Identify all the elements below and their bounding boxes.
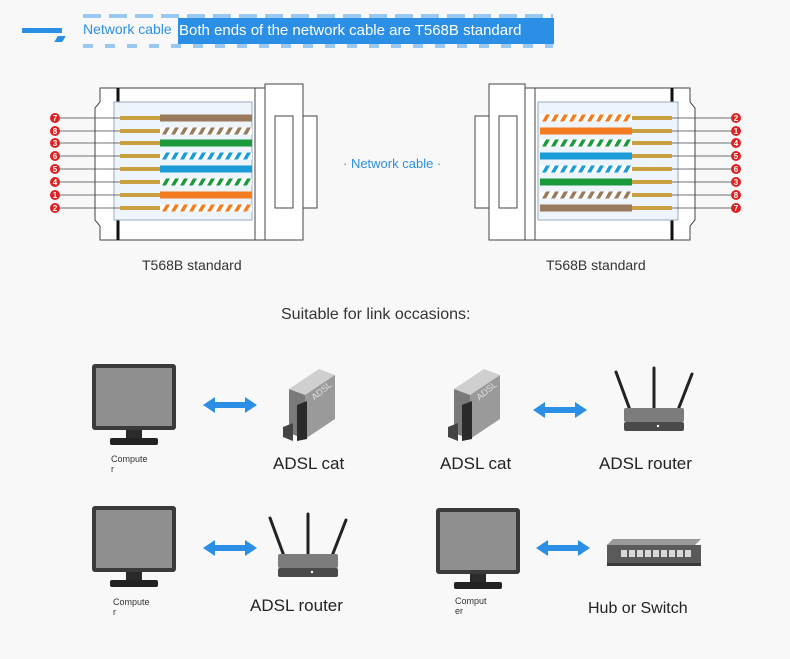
switch-port-7 bbox=[669, 550, 675, 557]
svg-text:6: 6 bbox=[734, 165, 739, 174]
switch-port-1 bbox=[621, 550, 627, 557]
svg-text:3: 3 bbox=[53, 139, 58, 148]
svg-text:4: 4 bbox=[53, 178, 58, 187]
svg-text:8: 8 bbox=[53, 127, 58, 136]
switch-port-5 bbox=[653, 550, 659, 557]
svg-text:4: 4 bbox=[734, 139, 739, 148]
header-label: Network cable bbox=[83, 21, 172, 37]
double-arrow-4 bbox=[536, 540, 590, 556]
switch-port-9 bbox=[685, 550, 691, 557]
double-arrow-2 bbox=[533, 402, 587, 418]
pin-label-right-4: 5 bbox=[731, 151, 741, 161]
wire-left-5 bbox=[60, 165, 252, 173]
pin-label-left-3: 3 bbox=[50, 138, 60, 148]
wire-right-2 bbox=[540, 127, 736, 135]
pin-label-right-2: 1 bbox=[731, 126, 741, 136]
header-accent-tick bbox=[54, 36, 66, 42]
svg-text:6: 6 bbox=[53, 152, 58, 161]
header-ghost-text-bottom bbox=[83, 44, 553, 48]
occasions-title: Suitable for link occasions: bbox=[281, 306, 471, 323]
svg-text:5: 5 bbox=[734, 152, 739, 161]
wire-right-7 bbox=[540, 191, 736, 199]
svg-text:8: 8 bbox=[734, 191, 739, 200]
double-arrow-3 bbox=[203, 540, 257, 556]
adsl-modem-icon-1: ADSL bbox=[283, 369, 335, 441]
switch-port-2 bbox=[629, 550, 635, 557]
svg-text:7: 7 bbox=[734, 204, 739, 213]
wire-left-2 bbox=[60, 127, 252, 135]
adsl-modem-icon-2: ADSL bbox=[448, 369, 500, 441]
wire-right-1 bbox=[540, 114, 736, 122]
wire-left-8 bbox=[60, 204, 252, 212]
adsl-router-label-2: ADSL router bbox=[250, 596, 343, 615]
switch-port-8 bbox=[677, 550, 683, 557]
computer-label-1: Compute r bbox=[111, 454, 148, 474]
right-rj45-connector: 2 1 4 5 6 3 8 7 bbox=[474, 83, 741, 241]
header-banner: Both ends of the network cable are T568B… bbox=[178, 18, 554, 44]
pin-label-left-2: 8 bbox=[50, 126, 60, 136]
wire-left-7 bbox=[60, 191, 252, 199]
left-rj45-connector: 7 8 3 6 5 4 1 2 bbox=[50, 83, 318, 241]
computer-label-2: Compute r bbox=[113, 597, 150, 617]
wire-right-4 bbox=[540, 152, 736, 160]
double-arrow-1 bbox=[203, 397, 257, 413]
pin-label-right-7: 8 bbox=[731, 190, 741, 200]
pin-label-right-8: 7 bbox=[731, 203, 741, 213]
wire-right-8 bbox=[540, 204, 736, 212]
adsl-cat-label-1: ADSL cat bbox=[273, 454, 345, 473]
svg-text:2: 2 bbox=[734, 114, 739, 123]
pin-label-left-5: 5 bbox=[50, 164, 60, 174]
pin-label-right-5: 6 bbox=[731, 164, 741, 174]
wire-left-3 bbox=[60, 139, 252, 147]
router-icon-2 bbox=[268, 512, 348, 577]
right-connector-caption: T568B standard bbox=[546, 257, 646, 273]
hub-label: Hub or Switch bbox=[588, 600, 688, 617]
svg-text:3: 3 bbox=[734, 178, 739, 187]
pin-label-left-6: 4 bbox=[50, 177, 60, 187]
header-accent-bar bbox=[22, 28, 62, 33]
computer-monitor-1 bbox=[92, 364, 176, 445]
pin-label-left-4: 6 bbox=[50, 151, 60, 161]
middle-cable-label: · Network cable · bbox=[343, 156, 442, 171]
switch-port-6 bbox=[661, 550, 667, 557]
computer-monitor-3 bbox=[436, 508, 520, 589]
computer-label-3: Comput er bbox=[455, 596, 487, 616]
switch-port-4 bbox=[645, 550, 651, 557]
wire-right-6 bbox=[540, 178, 736, 186]
pin-label-right-1: 2 bbox=[731, 113, 741, 123]
svg-text:7: 7 bbox=[53, 114, 58, 123]
wire-right-5 bbox=[540, 165, 736, 173]
wire-left-6 bbox=[60, 178, 252, 186]
svg-text:2: 2 bbox=[53, 204, 58, 213]
left-connector-caption: T568B standard bbox=[142, 257, 242, 273]
svg-text:5: 5 bbox=[53, 165, 58, 174]
wire-right-3 bbox=[540, 139, 736, 147]
switch-icon bbox=[607, 539, 701, 566]
computer-monitor-2 bbox=[92, 506, 176, 587]
pin-label-right-6: 3 bbox=[731, 177, 741, 187]
pin-label-left-1: 7 bbox=[50, 113, 60, 123]
pin-label-left-8: 2 bbox=[50, 203, 60, 213]
header-ghost-text-top bbox=[83, 14, 553, 18]
svg-text:1: 1 bbox=[734, 127, 739, 136]
pin-label-left-7: 1 bbox=[50, 190, 60, 200]
pin-label-right-3: 4 bbox=[731, 138, 741, 148]
wire-left-1 bbox=[60, 114, 252, 122]
svg-text:1: 1 bbox=[53, 191, 58, 200]
router-icon-1 bbox=[614, 366, 694, 431]
adsl-router-label-1: ADSL router bbox=[599, 454, 692, 473]
switch-port-3 bbox=[637, 550, 643, 557]
adsl-cat-label-2: ADSL cat bbox=[440, 454, 512, 473]
wire-left-4 bbox=[60, 152, 252, 160]
